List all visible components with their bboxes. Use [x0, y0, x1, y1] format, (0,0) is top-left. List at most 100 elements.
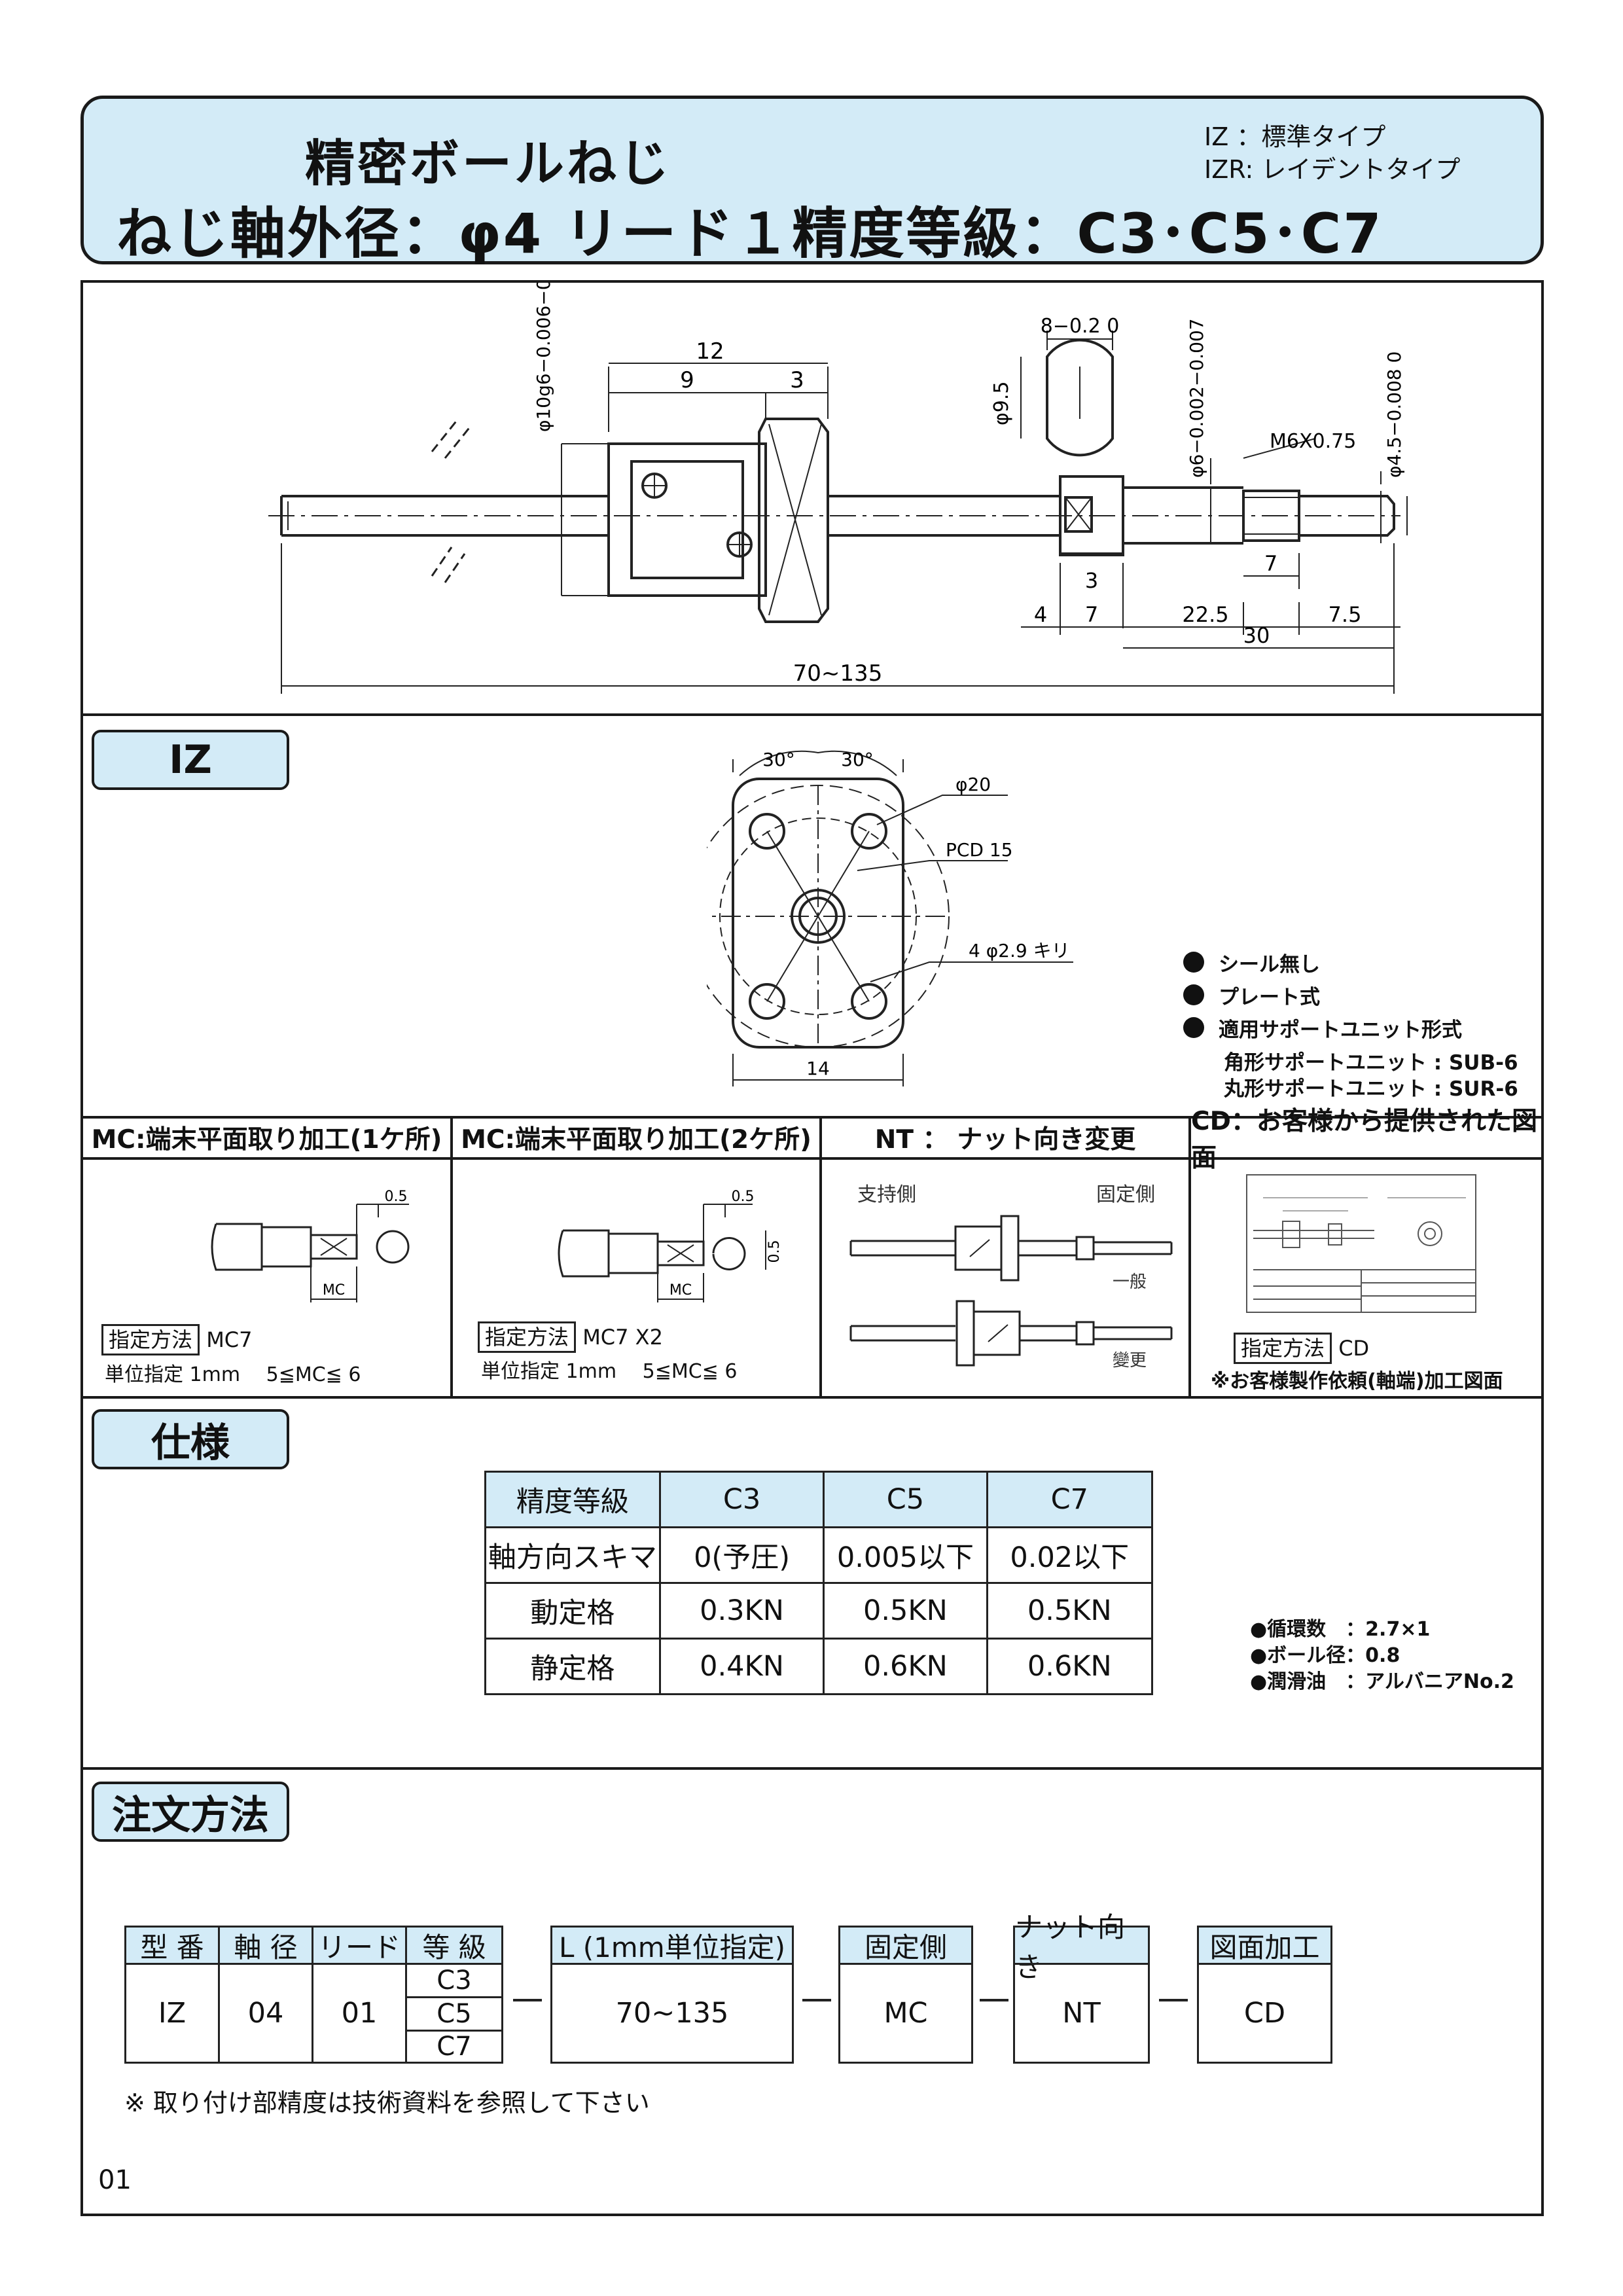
order-diameter-value: 04: [218, 1963, 313, 2064]
angle-30-right: 30°: [841, 749, 874, 770]
table-cell: 0.5KN: [986, 1582, 1154, 1640]
list-item: プレート式: [1183, 978, 1462, 1011]
mc2-unit-note: 単位指定 1mm 5≦MC≦ 6: [481, 1360, 738, 1383]
dim-3b: 3: [1085, 568, 1098, 593]
divider: [80, 1767, 1544, 1770]
order-lead-value: 01: [312, 1963, 407, 2064]
dim-pcd: PCD 15: [946, 839, 1013, 861]
option-head-cd: CD：お客様から提供された図面: [1191, 1107, 1537, 1173]
method-label: 指定方法: [101, 1324, 200, 1355]
method-label: 指定方法: [1234, 1333, 1332, 1364]
dim-shaft-dia: φ10g6−0.006−0.017: [533, 283, 554, 432]
separator-dash: [802, 1999, 831, 2001]
section-label-spec: 仕様: [92, 1409, 289, 1469]
list-item: 適用サポートユニット形式: [1183, 1011, 1462, 1044]
table-cell: 0.02以下: [986, 1526, 1154, 1584]
section-label-iz: IZ: [92, 730, 289, 790]
table-cell: 0(予圧): [658, 1526, 825, 1584]
order-fixed-value: MC: [838, 1963, 973, 2064]
order-nut-value: NT: [1013, 1963, 1150, 2064]
mc1-diagram: 0.5 MC: [211, 1189, 410, 1302]
table-header: C7: [986, 1471, 1154, 1528]
nt-fixed-side: 固定側: [1096, 1183, 1155, 1206]
divider: [80, 1116, 1544, 1119]
mc1-unit-note: 単位指定 1mm 5≦MC≦ 6: [105, 1363, 361, 1386]
order-head-lead: リード: [312, 1926, 407, 1965]
dim-22-5: 22.5: [1182, 602, 1228, 627]
order-head-drawing: 図面加工: [1197, 1926, 1332, 1965]
spec-notes: ●循環数 ：2.7×1 ●ボール径：0.8 ●潤滑油 ：アルバニアNo.2: [1250, 1617, 1514, 1695]
table-header: C5: [823, 1471, 988, 1528]
nut-direction-diagram: [849, 1215, 1173, 1367]
angle-30-left: 30°: [762, 749, 795, 770]
order-grade-option: C3: [405, 1963, 503, 1998]
mc-tag: MC: [323, 1282, 345, 1299]
dim-holes: 4 φ2.9 キリ: [969, 940, 1070, 961]
dim-total: 70~135: [793, 660, 883, 687]
option-head-nt: NT ： ナット向き変更: [874, 1125, 1136, 1155]
list-item: ●潤滑油 ：アルバニアNo.2: [1250, 1670, 1514, 1693]
dim-4: 4: [1034, 602, 1047, 627]
mc2-diagram: 0.5 0.5 MC: [558, 1189, 783, 1302]
mc-tag: MC: [669, 1282, 692, 1299]
mc1-method: 指定方法 MC7: [101, 1323, 253, 1355]
dim-7b: 7: [1264, 551, 1277, 576]
support-unit-round: 丸形サポートユニット : SUR-6: [1224, 1077, 1518, 1101]
table-cell: 0.3KN: [658, 1582, 825, 1640]
dim-3: 3: [790, 367, 804, 393]
order-head-length: L (1mm単位指定): [550, 1926, 794, 1965]
table-row: 軸方向スキマ 0(予圧) 0.005以下 0.02以下: [484, 1526, 1154, 1584]
table-header: C3: [658, 1471, 825, 1528]
nt-normal: 一般: [1113, 1272, 1147, 1292]
table-header-row: 精度等級 C3 C5 C7: [484, 1471, 1154, 1528]
table-row: 静定格 0.4KN 0.6KN 0.6KN: [484, 1638, 1154, 1695]
table-cell: 0.4KN: [658, 1638, 825, 1695]
dim-0-5-vertical: 0.5: [766, 1240, 783, 1263]
nt-changed: 變更: [1113, 1351, 1147, 1371]
table-cell: 軸方向スキマ: [484, 1526, 661, 1584]
nt-support-side: 支持側: [857, 1183, 916, 1206]
dim-8: 8−0.2 0: [1041, 315, 1120, 338]
cd-method: 指定方法 CD: [1234, 1332, 1369, 1364]
dim-width14: 14: [806, 1058, 830, 1079]
support-unit-square: 角形サポートユニット : SUB-6: [1224, 1051, 1518, 1075]
header-panel: [80, 96, 1544, 264]
dim-30: 30: [1243, 623, 1270, 648]
page-number: 01: [98, 2165, 132, 2195]
cd-drawing-thumbnail: [1246, 1174, 1476, 1313]
dim-4-5: φ4.5−0.008 0: [1383, 351, 1405, 478]
order-head-fixed: 固定側: [838, 1926, 973, 1965]
list-item: ●循環数 ：2.7×1: [1250, 1618, 1431, 1641]
option-head-mc2: MC:端末平面取り加工(2ケ所): [461, 1125, 812, 1155]
divider: [1188, 1116, 1191, 1397]
spec-table: 精度等級 C3 C5 C7 軸方向スキマ 0(予圧) 0.005以下 0.02以…: [484, 1471, 1154, 1695]
order-grade-option: C7: [405, 2030, 503, 2064]
table-cell: 0.6KN: [986, 1638, 1154, 1695]
table-cell: 静定格: [484, 1638, 661, 1695]
mc2-method: 指定方法 MC7 X2: [478, 1321, 663, 1353]
order-length-value: 70~135: [550, 1963, 794, 2064]
page-subtitle: ねじ軸外径：φ4 リード１精度等級：C3･C5･C7: [116, 202, 1383, 266]
dim-0-5: 0.5: [732, 1189, 755, 1205]
iz-spec-list: シール無し プレート式 適用サポートユニット形式: [1183, 946, 1462, 1044]
bullet-icon: [1183, 984, 1204, 1005]
order-grade-option: C5: [405, 1996, 503, 2032]
dim-6: φ6−0.002−0.007: [1186, 318, 1207, 478]
separator-dash: [1159, 1999, 1188, 2001]
flange-drawing: 30° 30° φ20 PCD 15 4 φ2.9 キリ 14: [707, 749, 1073, 1086]
order-footnote: ※ 取り付け部精度は技術資料を参照して下さい: [124, 2089, 650, 2117]
table-cell: 動定格: [484, 1582, 661, 1640]
divider: [450, 1116, 453, 1397]
order-head-diameter: 軸 径: [218, 1926, 313, 1965]
table-cell: 0.5KN: [823, 1582, 988, 1640]
order-head-grade: 等 級: [405, 1926, 503, 1965]
order-drawing-value: CD: [1197, 1963, 1332, 2064]
option-head-mc1: MC:端末平面取り加工(1ケ所): [91, 1125, 442, 1155]
content-frame: [80, 280, 1544, 2216]
dim-9: 9: [680, 367, 694, 393]
ballscrew-drawing: 12 9 3 φ10g6−0.006−0.017 8−0.2 0 φ9.5 φ6…: [268, 283, 1408, 694]
dim-7-5: 7.5: [1329, 602, 1362, 627]
type-izr: IZR: レイデントタイプ: [1204, 155, 1461, 184]
order-head-nut: ナット向き: [1013, 1911, 1150, 1983]
dim-9-5: φ9.5: [990, 382, 1013, 426]
